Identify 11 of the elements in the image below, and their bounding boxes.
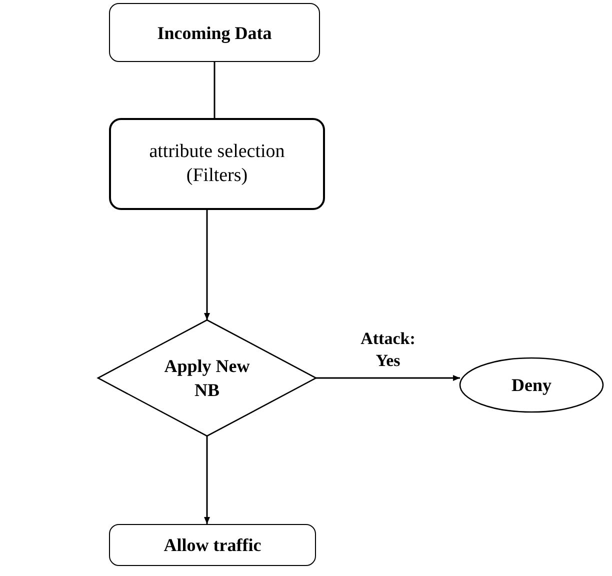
arrow — [316, 375, 460, 381]
arrow — [204, 436, 210, 524]
node-text: Deny — [512, 374, 552, 397]
node-text: Apply New NB — [163, 355, 251, 402]
arrow — [204, 210, 210, 320]
process-box — [109, 3, 320, 62]
process-box — [109, 118, 325, 210]
node-text: Allow traffic — [164, 534, 262, 557]
node-text: attribute selection (Filters) — [148, 140, 286, 188]
node-text: Incoming Data — [157, 22, 272, 44]
process-box — [109, 524, 316, 566]
